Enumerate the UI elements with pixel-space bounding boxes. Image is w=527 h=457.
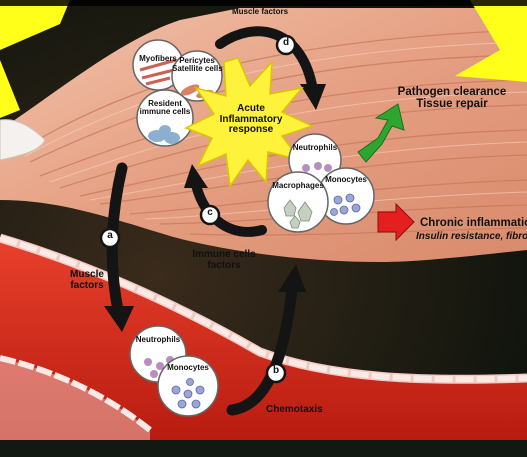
muscle-factors-left-line2: factors <box>64 281 110 292</box>
resident-line2: immune cells <box>139 108 191 116</box>
acute-line3: response <box>216 125 286 136</box>
monocytes-vessel-label: Monocytes <box>164 364 212 372</box>
pathogen-line1: Pathogen clearance <box>384 86 520 98</box>
monocytes-tissue-label: Monocytes <box>322 176 370 184</box>
macrophages-label: Macrophages <box>268 182 328 190</box>
step-d-label: d <box>281 38 291 49</box>
neutrophils-tissue-label: Neutrophils <box>289 144 341 152</box>
pericytes-line2: Satellite cells <box>172 65 222 73</box>
muscle-factors-left-label: Muscle factors <box>64 270 110 291</box>
immune-factors-line2: factors <box>192 261 256 272</box>
acute-response-label: Acute Inflammatory response <box>216 104 286 136</box>
chemotaxis-label: Chemotaxis <box>266 405 323 416</box>
muscle-factors-top-label: Muscle factors <box>232 8 288 16</box>
step-a-label: a <box>105 231 115 242</box>
chronic-effects-label: Insulin resistance, fibrosis <box>416 232 527 243</box>
acute-line1: Acute <box>216 104 286 115</box>
chronic-inflammation-label: Chronic inflammation <box>420 217 527 229</box>
step-c-label: c <box>205 208 215 219</box>
muscle-factors-left-line1: Muscle <box>64 270 110 281</box>
resident-immune-label: Resident immune cells <box>139 100 191 117</box>
bottom-band <box>0 440 527 457</box>
neutrophils-vessel-label: Neutrophils <box>132 336 184 344</box>
step-b-label: b <box>271 366 281 377</box>
pericytes-label: Pericytes Satellite cells <box>172 57 222 74</box>
pathogen-line2: Tissue repair <box>384 98 520 110</box>
immune-factors-label: Immune cells factors <box>192 250 256 271</box>
pathogen-clearance-label: Pathogen clearance Tissue repair <box>384 86 520 110</box>
immune-factors-line1: Immune cells <box>192 250 256 261</box>
